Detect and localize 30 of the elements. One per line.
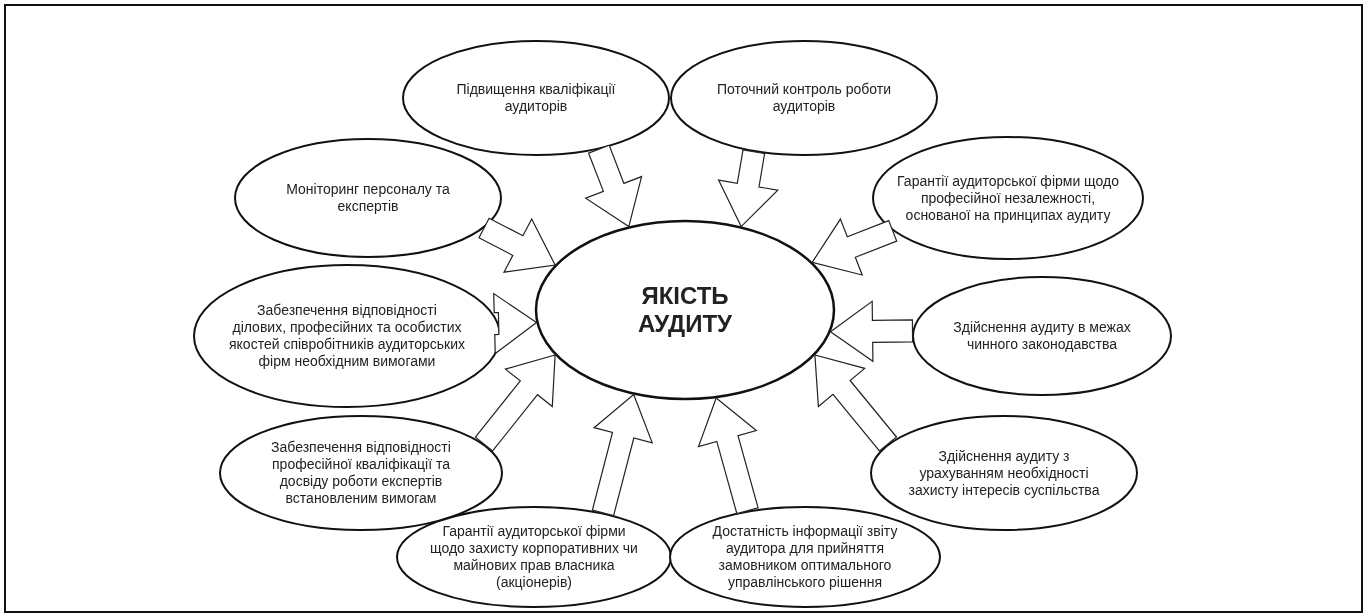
ellipse-node [535,220,835,400]
node-text: Моніторинг персоналу та експертів [285,181,451,215]
node-text: Поточний контроль роботи аудиторів [716,81,892,115]
block-arrow [829,300,914,363]
node-text: Забезпечення відповідності професійної кваліфікації та досвіду роботи експертів встановленим вимогам [270,439,452,507]
node-text: Здійснення аудиту з урахуванням необхідності захисту інтересів суспільства [907,447,1101,499]
ellipse-node [670,40,938,156]
block-arrow [811,217,898,276]
node-text: Достатність інформації звіту аудитора для прийняття замовником оптимального управлінського рішення [711,523,899,591]
ellipse-node [193,264,501,408]
node-text: Гарантії аудиторської фірми щодо професійної незалежності, основаної на принципах аудиту [896,172,1120,224]
node-text: Здійснення аудиту в межах чинного законодавства [952,319,1132,353]
ellipse-node [912,276,1172,396]
block-arrow [478,217,556,273]
ellipse-node [669,506,941,608]
ellipse-node [396,506,672,608]
node-text: ЯКІСТЬ АУДИТУ [636,282,734,338]
ellipse-node [402,40,670,156]
node-text: Гарантії аудиторської фірми щодо захисту корпоративних чи майнових прав власника (акціонерів) [429,523,639,591]
block-arrow [591,393,654,517]
ellipse-node [234,138,502,258]
block-arrow [493,292,538,355]
ellipse-node [872,136,1144,260]
block-arrow [584,144,643,228]
node-text: Підвищення кваліфікації аудиторів [455,81,617,115]
block-arrow [814,354,898,452]
node-text: Забезпечення відповідності ділових, професійних та особистих якостей співробітників аудиторських фірм необхідним вимогами [229,302,465,370]
block-arrow [697,397,759,515]
block-arrow [717,149,780,228]
block-arrow [474,354,556,452]
